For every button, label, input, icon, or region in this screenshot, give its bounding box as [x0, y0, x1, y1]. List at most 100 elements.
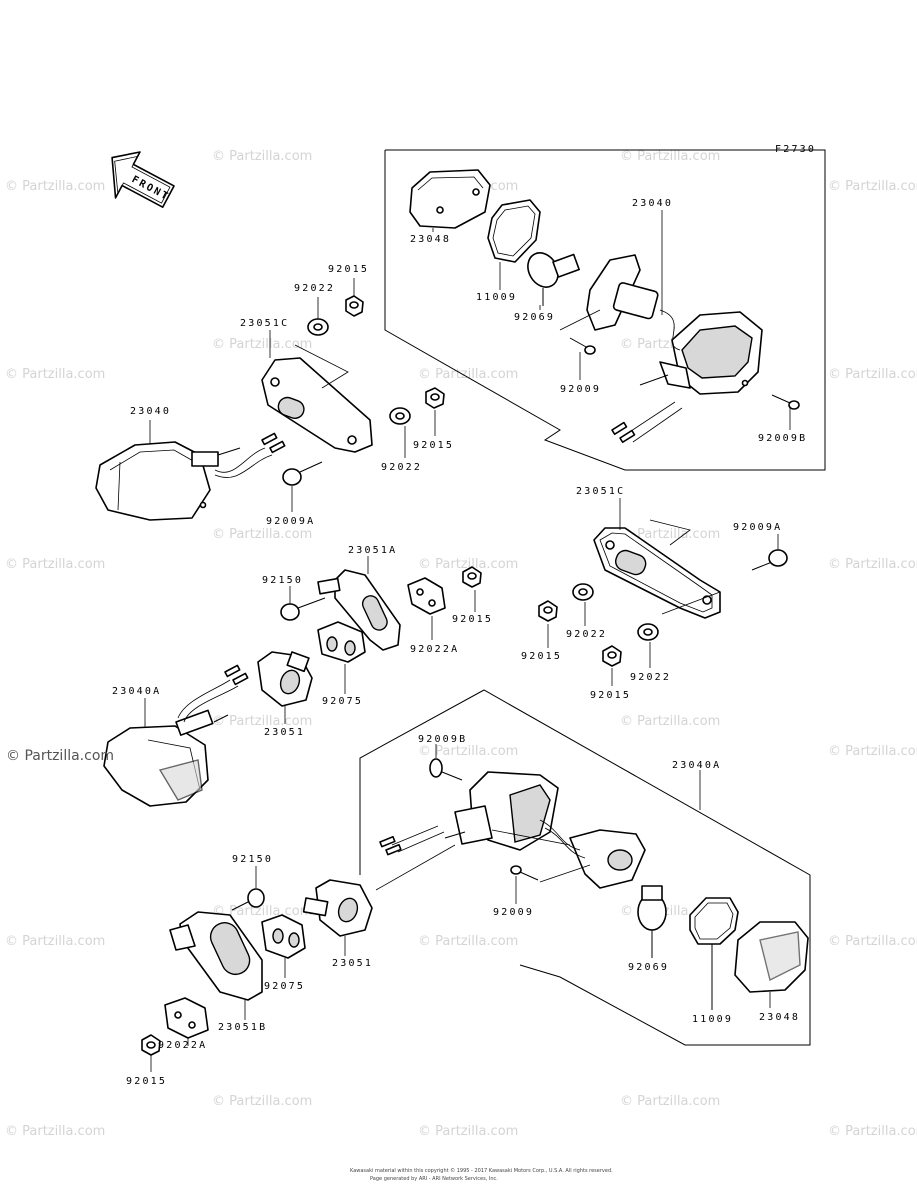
socket-23051-lower — [302, 844, 456, 937]
callout: 92015 — [126, 1076, 167, 1087]
screw-92009 — [559, 309, 601, 355]
callout: 23051B — [218, 1022, 267, 1033]
plate-92022A-lower — [164, 997, 209, 1039]
watermark-text: © Partzilla.com — [418, 1124, 518, 1139]
callout: 92009 — [493, 907, 534, 918]
callout: 92015 — [413, 440, 454, 451]
bracket-23051C-right — [593, 519, 721, 619]
callout: 11009 — [476, 292, 517, 303]
callout: 92022 — [381, 462, 422, 473]
socket-housing — [586, 254, 763, 395]
watermark-text: © Partzilla.com — [828, 934, 917, 949]
watermark-text: © Partzilla.com — [828, 557, 917, 572]
left-turn-signal-23040A — [103, 664, 249, 807]
callout: 23048 — [759, 1012, 800, 1023]
callout: 23051A — [348, 545, 397, 556]
front-arrow-icon: FRONT — [111, 151, 175, 208]
lower-right-turn-signal-assembly — [359, 689, 811, 1046]
callout: 92069 — [514, 312, 555, 323]
bracket-23051B — [169, 911, 263, 1001]
callout: 23051C — [576, 486, 625, 497]
socket-23051-upper — [257, 651, 313, 707]
wire-leads-lower — [379, 825, 445, 856]
left-turn-signal-23040 — [95, 420, 286, 521]
screw-92009-lower — [510, 864, 591, 883]
callout: 92009B — [758, 433, 807, 444]
callout: 92022 — [630, 672, 671, 683]
callout: 92022 — [294, 283, 335, 294]
callout: 23051 — [264, 727, 305, 738]
nut-92015-a — [345, 295, 364, 317]
screw-92150-lower — [231, 888, 265, 911]
lens-23048-lower — [734, 921, 809, 993]
watermark-text: © Partzilla.com — [212, 337, 312, 352]
callout: 23051 — [332, 958, 373, 969]
upper-right-turn-signal-assembly — [384, 149, 826, 471]
callout: 92015 — [452, 614, 493, 625]
socket-right — [491, 819, 646, 889]
nut-92015-e — [462, 566, 482, 588]
watermark-text: © Partzilla.com — [828, 367, 917, 382]
bulb-92069 — [527, 252, 580, 306]
callout: 92075 — [264, 981, 305, 992]
watermark-text: © Partzilla.com — [418, 557, 518, 572]
callout: 92022A — [158, 1040, 207, 1051]
grommet-92075-upper — [317, 621, 366, 663]
watermark-text: © Partzilla.com — [212, 149, 312, 164]
signal-housing-23040A — [444, 771, 559, 851]
callout: 23040 — [130, 406, 171, 417]
watermark-text: © Partzilla.com — [5, 179, 105, 194]
watermark-text: © Partzilla.com — [5, 367, 105, 382]
watermark-text: © Partzilla.com — [418, 367, 518, 382]
nut-92015-c — [538, 600, 558, 622]
callout: 23040A — [672, 760, 721, 771]
watermark-text: © Partzilla.com — [620, 527, 720, 542]
washer-92022-d — [637, 623, 659, 641]
watermark-text: © Partzilla.com — [212, 1094, 312, 1109]
callout: 23040A — [112, 686, 161, 697]
screw-92009A-right — [751, 549, 788, 571]
watermark-text: © Partzilla.com — [212, 527, 312, 542]
screw-92009B — [771, 394, 800, 410]
washer-92022-b — [389, 407, 411, 425]
wire-leads — [611, 401, 683, 444]
bracket-23051A — [317, 569, 401, 651]
watermark-text: © Partzilla.com — [828, 1124, 917, 1139]
callout: 92009A — [733, 522, 782, 533]
callout-labels: 23040 23048 11009 92069 92009 92009B 920… — [112, 198, 807, 1087]
bracket-23051C-upper — [261, 330, 373, 453]
callout: 92150 — [262, 575, 303, 586]
leader-lines — [144, 228, 791, 1072]
footer-line-2: Page generated by ARI - ARI Network Serv… — [370, 1176, 498, 1182]
gasket-11009-lower — [689, 897, 739, 1010]
callout: 23040 — [632, 198, 673, 209]
nut-92015-d — [602, 645, 622, 667]
watermark-text: © Partzilla.com — [620, 149, 720, 164]
callout: 23048 — [410, 234, 451, 245]
callout: 92075 — [322, 696, 363, 707]
watermark-text: © Partzilla.com — [828, 744, 917, 759]
watermark-text: © Partzilla.com — [418, 744, 518, 759]
gasket-11009 — [487, 199, 541, 263]
watermark-text: © Partzilla.com — [212, 714, 312, 729]
callout: 92009 — [560, 384, 601, 395]
nut-92015-f — [141, 1034, 161, 1056]
watermark-text: © Partzilla.com — [5, 557, 105, 572]
washer-92022-c — [572, 583, 594, 601]
callout: 23051C — [240, 318, 289, 329]
watermark-text: © Partzilla.com — [5, 1124, 105, 1139]
lens-23048 — [409, 169, 491, 229]
callout: 92009A — [266, 516, 315, 527]
screw-92150-upper — [280, 597, 326, 621]
callout: 92069 — [628, 962, 669, 973]
callout: 92009B — [418, 734, 467, 745]
callout: 11009 — [692, 1014, 733, 1025]
screw-92009A-left — [282, 461, 323, 486]
watermark-text: © Partzilla.com — [620, 1094, 720, 1109]
watermark-text: © Partzilla.com — [828, 179, 917, 194]
washer-92022-a — [307, 318, 329, 336]
callout: 92022 — [566, 629, 607, 640]
screw-92009B-lower — [429, 758, 463, 781]
callout: 92015 — [590, 690, 631, 701]
